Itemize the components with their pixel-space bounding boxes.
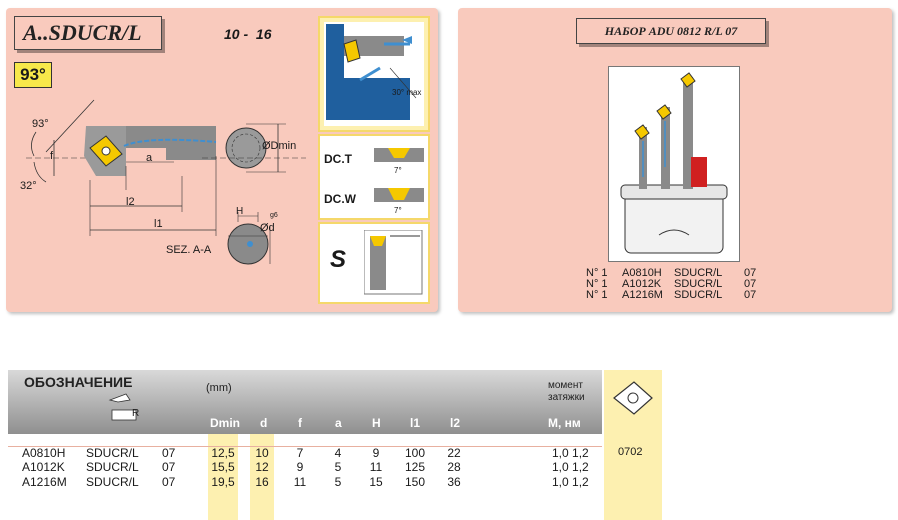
bore-diagram [324,22,424,126]
table-row: A1216M SDUCR/L 07 19,5 16 11 5 15 150 36… [22,475,589,489]
l2-label: l2 [126,196,135,208]
s-type-box: S [318,222,430,304]
tool-title: A..SDUCR/L [14,16,162,50]
bore-diagram-box [318,16,430,132]
col-d: d [260,416,268,430]
chip-angle-label-1: 7° [394,166,402,175]
dmin-column-highlight [208,434,238,520]
max-angle-label: 30° max [392,88,422,97]
insert-code-box: 0702 [604,370,662,520]
approach-angle-badge: 93° [14,62,52,88]
a-label: a [146,152,153,164]
insert-code: 0702 [618,446,643,458]
col-a: a [335,416,342,430]
chip-breaker-drawings [374,148,424,202]
size-range: 10 - 16 [224,26,272,42]
chip-angle-label-2: 7° [394,206,402,215]
d-column-highlight [250,434,274,520]
dmin-label: ØDmin [262,140,297,152]
section-label: SEZ. A-A [166,244,212,256]
s-label: S [330,246,347,273]
torque-label-2: затяжки [548,392,585,403]
f-label: f [50,150,54,162]
torque-label-1: момент [548,380,583,391]
tool-info-panel: A..SDUCR/L 10 - 16 93° 93° f 32° a l2 l1… [6,8,438,312]
h-label: H [236,206,244,217]
col-dmin: Dmin [210,416,240,430]
section-drawing [227,212,271,265]
table-header: ОБОЗНАЧЕНИЕ R (mm) момент затяжки Dmin d… [8,370,602,434]
insert-icon [608,370,658,430]
d-label: Ød [260,222,275,234]
l1-label: l1 [154,218,163,230]
angle-93-label: 93° [32,118,49,130]
angle-32-label: 32° [20,180,37,192]
col-l1: l1 [410,416,421,430]
col-torque: M, нм [548,416,581,430]
insert-type-dcw: DC.W [324,192,356,206]
set-title: НАБОР ADU 0812 R/L 07 [576,18,766,44]
g6-label: g6 [270,212,278,219]
s-profile-drawing [364,230,423,295]
table-row: A1012K SDUCR/L 07 15,5 12 9 5 11 125 28 … [22,460,589,474]
table-row: A0810H SDUCR/L 07 12,5 10 7 4 9 100 22 1… [8,446,602,459]
col-f: f [298,416,302,430]
hand-icon [108,393,137,421]
designation-header: ОБОЗНАЧЕНИЕ [24,374,133,390]
tool-set-image [620,72,728,254]
insert-type-dct: DC.T [324,152,352,166]
hand-r-label: R [132,408,140,419]
col-h: H [372,416,381,430]
insert-types-box: DC.T DC.W 7° 7° [318,134,430,220]
tool-dimension-drawing [26,99,306,236]
set-image-box [608,66,740,262]
col-l2: l2 [450,416,461,430]
unit-label: (mm) [206,382,232,394]
